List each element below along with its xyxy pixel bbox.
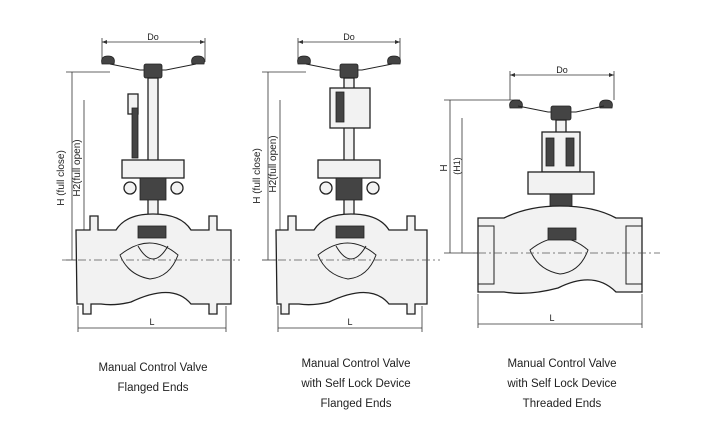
valve-3-caption-line-2: with Self Lock Device bbox=[507, 378, 617, 390]
valve-3-h1-label: (H1) bbox=[452, 157, 462, 175]
valve-1-do-label: Do bbox=[147, 32, 159, 42]
valve-2-l-dimension: L bbox=[277, 306, 423, 332]
valve-2-do-label: Do bbox=[343, 32, 355, 42]
valve-1-l-dimension: L bbox=[77, 306, 227, 332]
valve-3-caption-line-1: Manual Control Valve bbox=[507, 358, 617, 370]
valve-3-l-dimension: L bbox=[477, 294, 643, 328]
valve-2-body bbox=[275, 213, 428, 315]
valve-1-caption: Manual Control Valve Flanged Ends bbox=[60, 358, 246, 398]
valve-1-do-dimension: Do bbox=[101, 32, 206, 62]
valve-3-handwheel bbox=[509, 99, 613, 121]
valve-2-caption: Manual Control Valve with Self Lock Devi… bbox=[262, 354, 450, 414]
valve-1-l-label: L bbox=[149, 317, 154, 327]
valve-2-do-dimension: Do bbox=[297, 32, 401, 62]
valve-2-caption-line-1: Manual Control Valve bbox=[301, 358, 411, 370]
valve-1-caption-line-2: Flanged Ends bbox=[117, 382, 189, 394]
valve-3-do-label: Do bbox=[556, 65, 568, 75]
valve-3-caption: Manual Control Valve with Self Lock Devi… bbox=[468, 354, 656, 414]
valve-2-caption-line-2: with Self Lock Device bbox=[301, 378, 411, 390]
valve-2-caption-line-3: Flanged Ends bbox=[320, 398, 392, 410]
valve-3-stem-yoke bbox=[527, 119, 595, 231]
valve-3-h-label: H bbox=[439, 164, 450, 171]
valve-2-handwheel bbox=[297, 55, 401, 79]
valve-1-h-label: H (full close) bbox=[56, 150, 67, 206]
valve-3-do-dimension: Do bbox=[509, 65, 615, 100]
valve-3-caption-line-3: Threaded Ends bbox=[522, 398, 602, 410]
valve-1-handwheel bbox=[101, 55, 205, 79]
valve-3-l-label: L bbox=[549, 313, 554, 323]
valve-1-body bbox=[75, 213, 232, 315]
valve-2-h2-label: H2(full open) bbox=[268, 135, 279, 192]
valve-2-h-label: H (full close) bbox=[252, 148, 263, 204]
valve-1-caption-line-1: Manual Control Valve bbox=[98, 362, 208, 374]
valve-1-stem-yoke bbox=[121, 77, 185, 229]
valve-2-stem-yoke bbox=[317, 77, 381, 229]
valve-3-body bbox=[477, 205, 643, 294]
valve-2-l-label: L bbox=[347, 317, 352, 327]
valve-3-height-dimension: H (H1) bbox=[439, 99, 520, 254]
valve-1-h2-label: H2(full open) bbox=[72, 139, 83, 196]
